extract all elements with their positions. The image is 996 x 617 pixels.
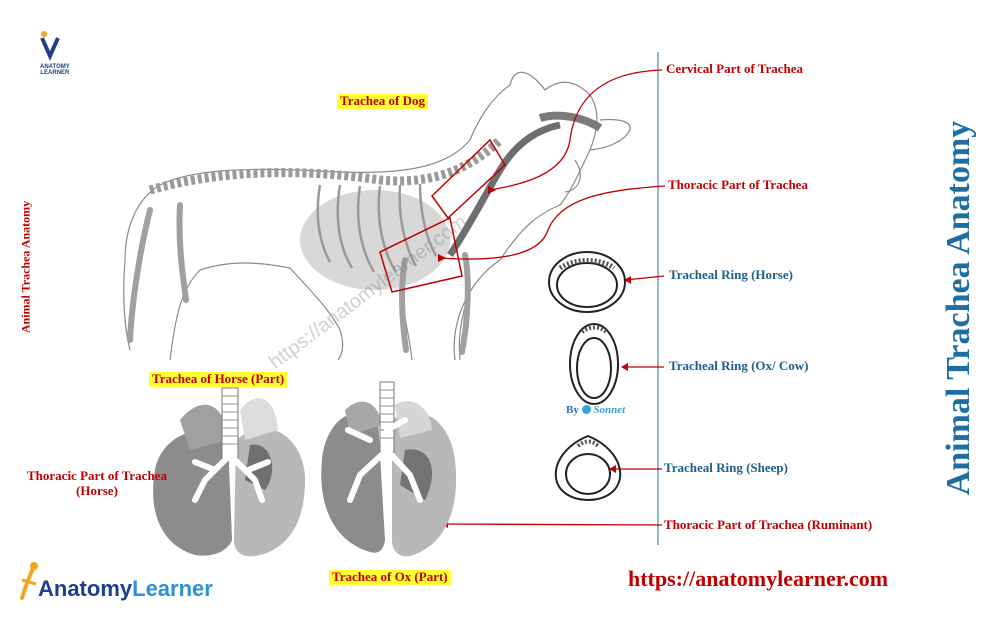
brand-part-2: Learner bbox=[132, 576, 213, 601]
ox-lungs bbox=[321, 381, 457, 557]
label-thoracic-ruminant: Thoracic Part of Trachea (Ruminant) bbox=[664, 517, 873, 532]
dog-limbs bbox=[127, 202, 471, 355]
label-thoracic-part: Thoracic Part of Trachea bbox=[668, 177, 808, 192]
label-thoracic-horse-line1: Thoracic Part of Trachea bbox=[27, 468, 167, 483]
ring-horse bbox=[548, 251, 626, 313]
label-ring-horse: Tracheal Ring (Horse) bbox=[669, 267, 793, 282]
dog-spine bbox=[148, 136, 504, 195]
thoracic-box bbox=[379, 216, 463, 293]
small-logo-line-2: LEARNER bbox=[40, 70, 70, 76]
website-url: https://anatomylearner.com bbox=[628, 566, 889, 591]
cervical-box bbox=[431, 138, 506, 220]
label-cervical-part: Cervical Part of Trachea bbox=[666, 61, 804, 76]
brand-part-1: Anatomy bbox=[38, 576, 133, 601]
label-thoracic-horse: Thoracic Part of Trachea (Horse) bbox=[27, 468, 167, 499]
logo-mark-small bbox=[40, 31, 60, 61]
label-trachea-horse-part: Trachea of Horse (Part) bbox=[149, 371, 288, 387]
label-ring-ox: Tracheal Ring (Ox/ Cow) bbox=[669, 358, 809, 373]
ring-sheep bbox=[554, 434, 622, 502]
credit-name: Sonnet bbox=[593, 404, 626, 416]
small-logo-line-1: ANATOMY bbox=[40, 64, 70, 70]
pointer-lines bbox=[439, 69, 666, 526]
sonnet-icon bbox=[581, 405, 591, 414]
horse-lungs bbox=[153, 387, 305, 557]
label-trachea-ox-part: Trachea of Ox (Part) bbox=[329, 569, 451, 585]
main-title: Animal Trachea Anatomy bbox=[940, 120, 977, 496]
dog-ribs bbox=[316, 183, 438, 273]
ring-ox bbox=[569, 323, 619, 405]
label-trachea-dog: Trachea of Dog bbox=[337, 93, 428, 109]
arrow-heads bbox=[438, 186, 631, 528]
small-logo-text: ANATOMY LEARNER bbox=[40, 64, 70, 76]
label-thoracic-horse-line2: (Horse) bbox=[76, 482, 118, 498]
brand-figure bbox=[20, 562, 38, 600]
credit: By Sonnet bbox=[566, 404, 625, 416]
brand-logo: AnatomyLearner bbox=[38, 576, 213, 602]
label-ring-sheep: Tracheal Ring (Sheep) bbox=[664, 460, 788, 475]
credit-by: By bbox=[566, 404, 579, 416]
side-title: Animal Trachea Anatomy bbox=[18, 200, 33, 334]
